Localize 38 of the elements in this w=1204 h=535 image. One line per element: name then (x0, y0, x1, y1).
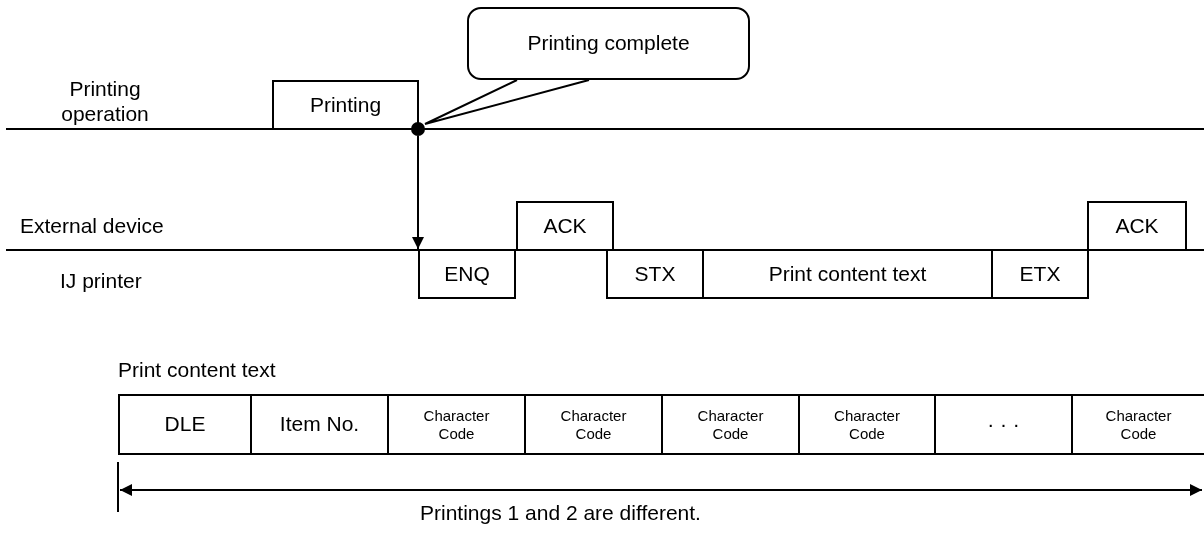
field-label: Character Code (422, 407, 491, 442)
junction-dot (411, 122, 425, 136)
dimension-label: Printings 1 and 2 are different. (420, 500, 701, 526)
field-label: ETX (1019, 261, 1061, 287)
lane-label: External device (20, 213, 164, 239)
field-label: ACK (543, 213, 587, 239)
field-label: Character Code (833, 407, 901, 442)
data-field-box (934, 394, 1073, 455)
data-field-box (1071, 394, 1204, 455)
signal-pulse-box (272, 80, 419, 130)
signal-pulse-box (606, 249, 704, 299)
field-label: ACK (1115, 213, 1159, 239)
field-label: Character Code (1104, 407, 1173, 442)
signal-pulse-box (991, 249, 1089, 299)
field-label: STX (634, 261, 676, 287)
arrow (412, 135, 424, 250)
section-heading: Print content text (118, 357, 276, 383)
field-label: · · · (987, 412, 1020, 437)
field-label: Item No. (279, 412, 360, 437)
signal-pulse-box (418, 249, 516, 299)
data-field-box (118, 394, 252, 455)
field-label: Printing (309, 92, 382, 118)
field-label: Character Code (696, 407, 765, 442)
lane-label: IJ printer (60, 268, 142, 294)
data-field-box (524, 394, 663, 455)
field-label: Print content text (768, 261, 927, 287)
signal-pulse-box (1087, 201, 1187, 251)
callout-bubble (467, 7, 750, 80)
lane-label: Printing operation (60, 76, 150, 127)
data-field-box (387, 394, 526, 455)
signal-pulse-box (516, 201, 614, 251)
field-label: Character Code (559, 407, 628, 442)
data-field-box (798, 394, 936, 455)
data-field-box (250, 394, 389, 455)
field-label: ENQ (444, 261, 490, 287)
callout-text: Printing complete (527, 31, 690, 56)
field-label: DLE (164, 412, 206, 437)
data-field-box (661, 394, 800, 455)
